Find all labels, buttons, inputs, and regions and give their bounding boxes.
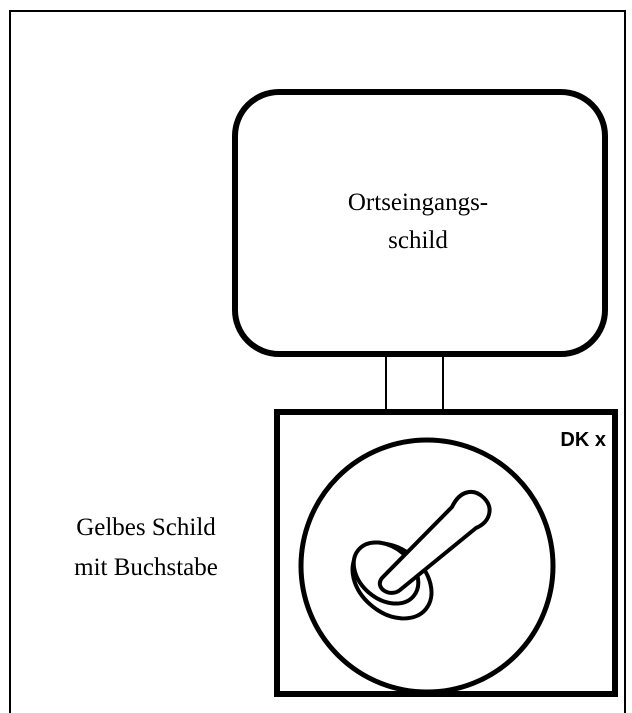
town-sign-label-line2: schild xyxy=(388,227,448,254)
marker-symbol-icon xyxy=(350,489,492,621)
town-sign-label-line1: Ortseingangs- xyxy=(348,189,488,216)
side-label-line1: Gelbes Schild xyxy=(76,514,216,541)
town-sign-box xyxy=(232,89,608,357)
marker-code: DK x xyxy=(560,429,606,451)
outer-frame xyxy=(9,10,626,713)
side-label-line2: mit Buchstabe xyxy=(74,554,218,581)
